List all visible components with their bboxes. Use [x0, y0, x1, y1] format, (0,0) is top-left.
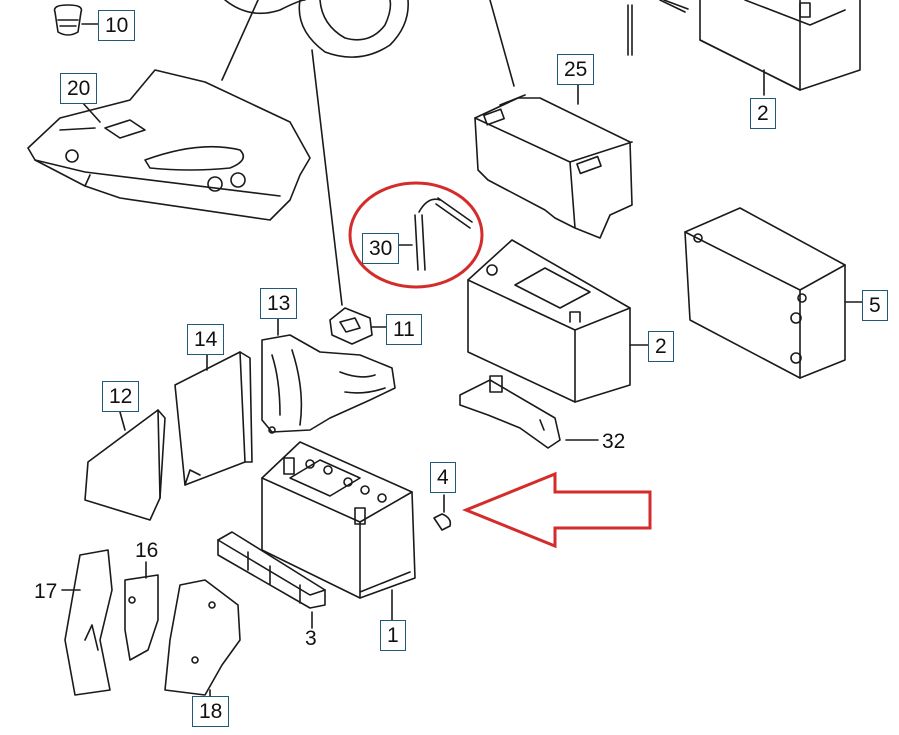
part-5-battery-insulation	[684, 207, 846, 379]
stud-bolts-top	[627, 0, 689, 56]
highlight-arrow	[461, 471, 652, 549]
part-14-side-panel	[174, 351, 253, 486]
part-32-bracket	[459, 375, 561, 449]
callout-32: 32	[602, 430, 626, 453]
part-30-stud	[414, 197, 473, 271]
callout-25: 25	[557, 54, 595, 85]
callout-5: 5	[862, 290, 888, 321]
part-2-battery-middle	[467, 239, 631, 403]
callout-20: 20	[60, 73, 98, 104]
wheel-arch-outline	[224, 0, 409, 58]
part-20-underbody-panel	[27, 69, 311, 221]
callout-3: 3	[305, 627, 317, 650]
highlight-circle	[348, 181, 484, 289]
part-25-battery-cover	[474, 94, 633, 239]
part-4-plug	[433, 513, 452, 531]
part-13-cable-channel	[261, 334, 396, 434]
callout-4: 4	[430, 462, 456, 493]
callout-30: 30	[362, 233, 400, 264]
part-18-bracket	[164, 579, 241, 696]
callout-14: 14	[187, 324, 225, 355]
callout-17: 17	[34, 580, 58, 603]
part-17-bracket	[64, 549, 113, 696]
part-3-support-rail	[217, 531, 326, 609]
callout-1: 1	[380, 620, 406, 651]
callout-2-top: 2	[750, 98, 776, 129]
callout-10: 10	[98, 10, 136, 41]
callout-16: 16	[135, 539, 159, 562]
part-2-battery-top	[699, 0, 861, 91]
part-10-clip	[53, 4, 83, 36]
callout-2-middle: 2	[648, 331, 674, 362]
part-1-main-battery	[261, 441, 416, 599]
part-16-bracket	[124, 574, 159, 661]
part-12-panel	[84, 409, 166, 521]
callout-13: 13	[260, 288, 298, 319]
callout-12: 12	[102, 381, 140, 412]
callout-11: 11	[386, 314, 422, 345]
callout-18: 18	[192, 696, 230, 727]
part-11-holder	[329, 307, 373, 345]
